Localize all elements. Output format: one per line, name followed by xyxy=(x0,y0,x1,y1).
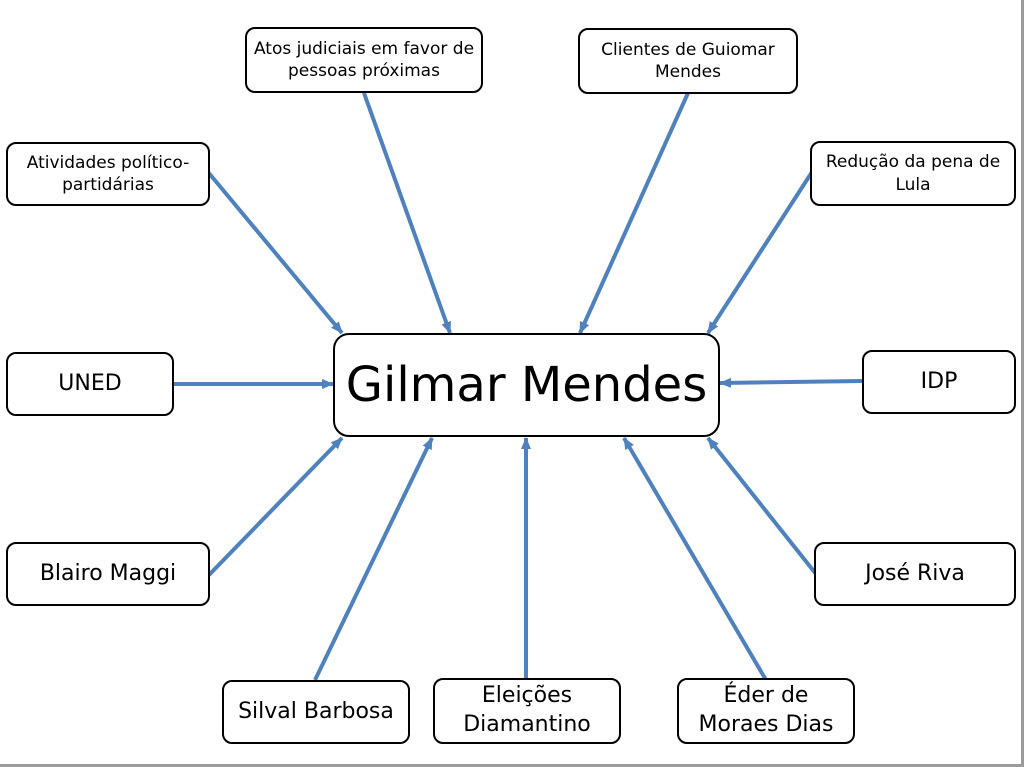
node-idp: IDP xyxy=(862,350,1016,414)
node-idp-label: IDP xyxy=(920,368,958,394)
arrow-clientes xyxy=(578,92,690,334)
node-blairo-label: Blairo Maggi xyxy=(39,560,177,586)
node-uned-label: UNED xyxy=(58,370,122,396)
node-reducao-label: Redução da pena de Lula xyxy=(825,152,1001,195)
node-atividades: Atividades político-partidárias xyxy=(6,142,210,206)
arrow-jose xyxy=(706,436,818,576)
arrow-atos xyxy=(362,92,452,334)
arrow-blairo xyxy=(206,436,344,578)
arrow-reducao xyxy=(706,170,814,335)
node-blairo: Blairo Maggi xyxy=(6,542,210,606)
node-eleicoes-label: Eleições Diamantino xyxy=(463,683,591,737)
node-atividades-label: Atividades político-partidárias xyxy=(26,152,190,195)
node-clientes-label: Clientes de Guiomar Mendes xyxy=(601,39,775,82)
node-jose-label: José Riva xyxy=(865,560,965,586)
node-eder: Éder de Moraes Dias xyxy=(677,678,855,744)
node-atos: Atos judiciais em favor de pessoas próxi… xyxy=(245,27,483,93)
node-eleicoes: Eleições Diamantino xyxy=(433,678,621,744)
node-silval: Silval Barbosa xyxy=(222,680,410,744)
node-clientes: Clientes de Guiomar Mendes xyxy=(578,28,798,94)
node-jose: José Riva xyxy=(814,542,1016,606)
node-reducao: Redução da pena de Lula xyxy=(810,141,1016,206)
arrow-idp xyxy=(719,377,863,388)
node-eder-label: Éder de Moraes Dias xyxy=(698,683,834,737)
center-node: Gilmar Mendes xyxy=(333,333,720,437)
node-silval-label: Silval Barbosa xyxy=(238,698,394,724)
arrow-eder xyxy=(622,436,768,682)
arrow-atividades xyxy=(206,170,344,335)
center-node-label: Gilmar Mendes xyxy=(345,356,708,413)
arrow-silval xyxy=(313,437,434,681)
node-uned: UNED xyxy=(6,352,174,416)
node-atos-label: Atos judiciais em favor de pessoas próxi… xyxy=(253,38,475,81)
